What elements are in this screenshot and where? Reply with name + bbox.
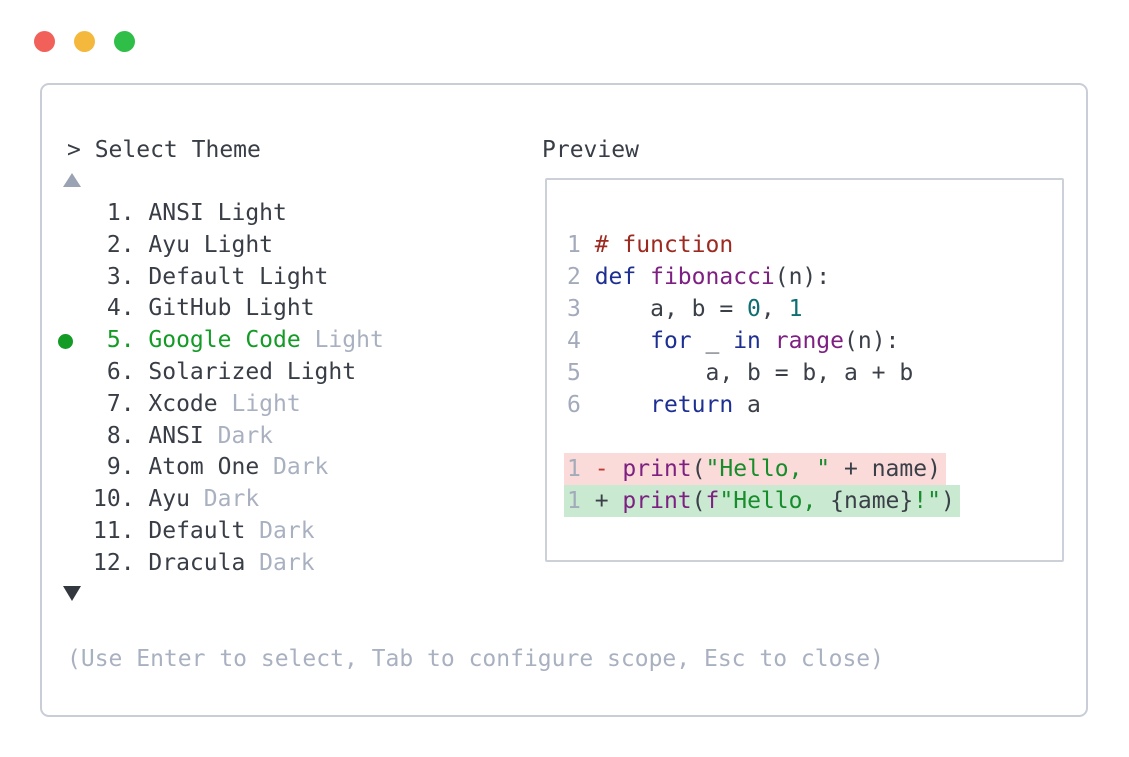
code-token: fibonacci	[650, 264, 775, 290]
theme-option-label: 8. ANSI	[93, 422, 204, 449]
diff-line-added: 1 + print(f"Hello, {name}!")	[564, 485, 960, 517]
code-token	[636, 264, 650, 290]
code-token: )	[940, 488, 955, 514]
window-traffic-lights	[34, 31, 135, 52]
code-line: 2 def fibonacci(n):	[567, 261, 960, 293]
theme-list: 1. ANSI Light 2. Ayu Light 3. Default Li…	[93, 198, 384, 580]
theme-variant-label: Dark	[203, 422, 274, 449]
theme-option-3[interactable]: 3. Default Light	[93, 262, 384, 294]
theme-option-label: 11. Default	[93, 517, 246, 544]
theme-option-label: 10. Ayu	[93, 486, 190, 513]
code-token: a	[733, 392, 761, 418]
theme-option-label: 5. Google Code	[93, 327, 301, 354]
theme-option-label: 1. ANSI Light	[93, 200, 287, 226]
theme-option-label: 6. Solarized Light	[93, 358, 357, 385]
code-token: + name)	[830, 456, 941, 482]
theme-variant-label: Dark	[245, 549, 315, 576]
code-token: print	[622, 456, 692, 482]
code-token	[609, 456, 623, 482]
line-number: 1	[567, 232, 595, 258]
code-token: +	[594, 488, 609, 514]
code-token: "Hello,	[719, 488, 831, 514]
code-token	[595, 328, 650, 354]
code-line: 3 a, b = 0, 1	[567, 293, 960, 325]
theme-variant-label: Dark	[245, 517, 315, 544]
code-line: 4 for _ in range(n):	[567, 325, 960, 357]
theme-variant-label: Dark	[189, 486, 260, 513]
code-token: for	[650, 328, 692, 354]
minimize-button[interactable]	[74, 31, 95, 52]
code-line	[567, 421, 960, 453]
theme-option-8[interactable]: 8. ANSI Dark	[93, 421, 384, 453]
theme-variant-label: Light	[300, 327, 384, 354]
theme-option-7[interactable]: 7. Xcode Light	[93, 389, 384, 421]
footer-hint: (Use Enter to select, Tab to configure s…	[67, 646, 884, 672]
code-token: {name}	[830, 488, 914, 514]
theme-option-1[interactable]: 1. ANSI Light	[93, 198, 384, 230]
theme-variant-label: Light	[217, 390, 301, 417]
code-token: (	[691, 456, 706, 482]
line-number: 1	[567, 456, 595, 482]
scroll-up-icon[interactable]	[63, 173, 81, 187]
code-token: (	[691, 488, 706, 514]
theme-option-label: 4. GitHub Light	[93, 295, 315, 322]
code-token	[761, 328, 775, 354]
line-number: 4	[567, 328, 595, 354]
theme-option-6[interactable]: 6. Solarized Light	[93, 357, 384, 389]
code-token: !"	[913, 488, 941, 514]
select-theme-prompt: > Select Theme	[67, 137, 261, 163]
code-token: "Hello, "	[705, 456, 831, 482]
code-token: (n):	[844, 328, 900, 354]
theme-option-12[interactable]: 12. Dracula Dark	[93, 548, 384, 580]
line-number: 3	[567, 296, 595, 322]
theme-option-label: 12. Dracula	[93, 549, 246, 576]
code-token	[609, 488, 623, 514]
theme-option-2[interactable]: 2. Ayu Light	[93, 230, 384, 262]
theme-option-label: 2. Ayu Light	[93, 231, 274, 258]
code-line: 6 return a	[567, 389, 960, 421]
code-token: ,	[760, 296, 789, 322]
code-token: a, b = b, a + b	[594, 360, 914, 386]
line-number: 2	[567, 264, 595, 290]
code-token: f	[705, 488, 720, 514]
theme-option-label: 9. Atom One	[93, 454, 260, 481]
close-button[interactable]	[34, 31, 55, 52]
selected-theme-dot-icon	[58, 334, 73, 349]
code-token: return	[650, 392, 734, 418]
code-token: # function	[594, 232, 734, 258]
code-token: -	[594, 456, 609, 482]
code-token: range	[774, 328, 844, 354]
theme-option-10[interactable]: 10. Ayu Dark	[93, 484, 384, 516]
code-token: print	[622, 488, 692, 514]
theme-option-label: 7. Xcode	[93, 390, 218, 417]
theme-variant-label: Dark	[259, 454, 329, 481]
code-token	[595, 392, 650, 418]
zoom-button[interactable]	[114, 31, 135, 52]
theme-option-5[interactable]: 5. Google Code Light	[93, 325, 384, 357]
code-token: 1	[788, 296, 803, 322]
line-number	[567, 424, 581, 450]
line-number: 5	[567, 360, 595, 386]
code-token: 0	[747, 296, 761, 322]
code-token: def	[594, 264, 637, 290]
code-token: a, b =	[594, 296, 748, 322]
theme-option-4[interactable]: 4. GitHub Light	[93, 293, 384, 325]
theme-option-11[interactable]: 11. Default Dark	[93, 516, 384, 548]
theme-option-9[interactable]: 9. Atom One Dark	[93, 452, 384, 484]
code-token: (n):	[774, 264, 831, 290]
code-token: in	[733, 328, 761, 354]
code-line: 5 a, b = b, a + b	[567, 357, 960, 389]
scroll-down-icon[interactable]	[63, 586, 81, 601]
line-number: 6	[567, 392, 595, 418]
diff-line-removed: 1 - print("Hello, " + name)	[564, 453, 960, 485]
theme-option-label: 3. Default Light	[93, 263, 329, 290]
theme-picker-panel: > Select Theme Preview 1. ANSI Light 2. …	[40, 83, 1088, 717]
code-line: 1 # function	[567, 229, 960, 261]
line-number: 1	[567, 488, 595, 514]
preview-title: Preview	[542, 137, 639, 163]
code-token: _	[691, 328, 734, 354]
